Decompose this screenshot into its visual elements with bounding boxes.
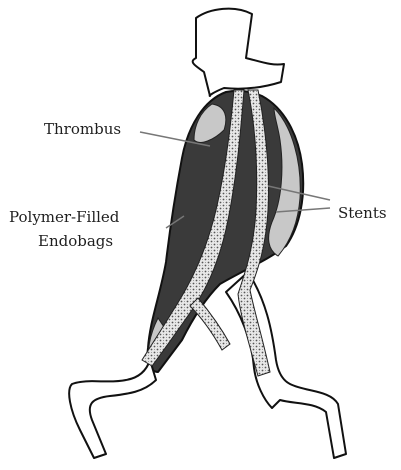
label-endobags-line1: Polymer-Filled (9, 208, 120, 226)
aortic-neck (193, 9, 284, 96)
label-endobags-line2: Endobags (38, 232, 113, 250)
label-stents: Stents (338, 204, 387, 222)
left-iliac-limb (69, 360, 156, 458)
label-thrombus: Thrombus (44, 120, 121, 138)
stent-crossing (190, 298, 230, 350)
